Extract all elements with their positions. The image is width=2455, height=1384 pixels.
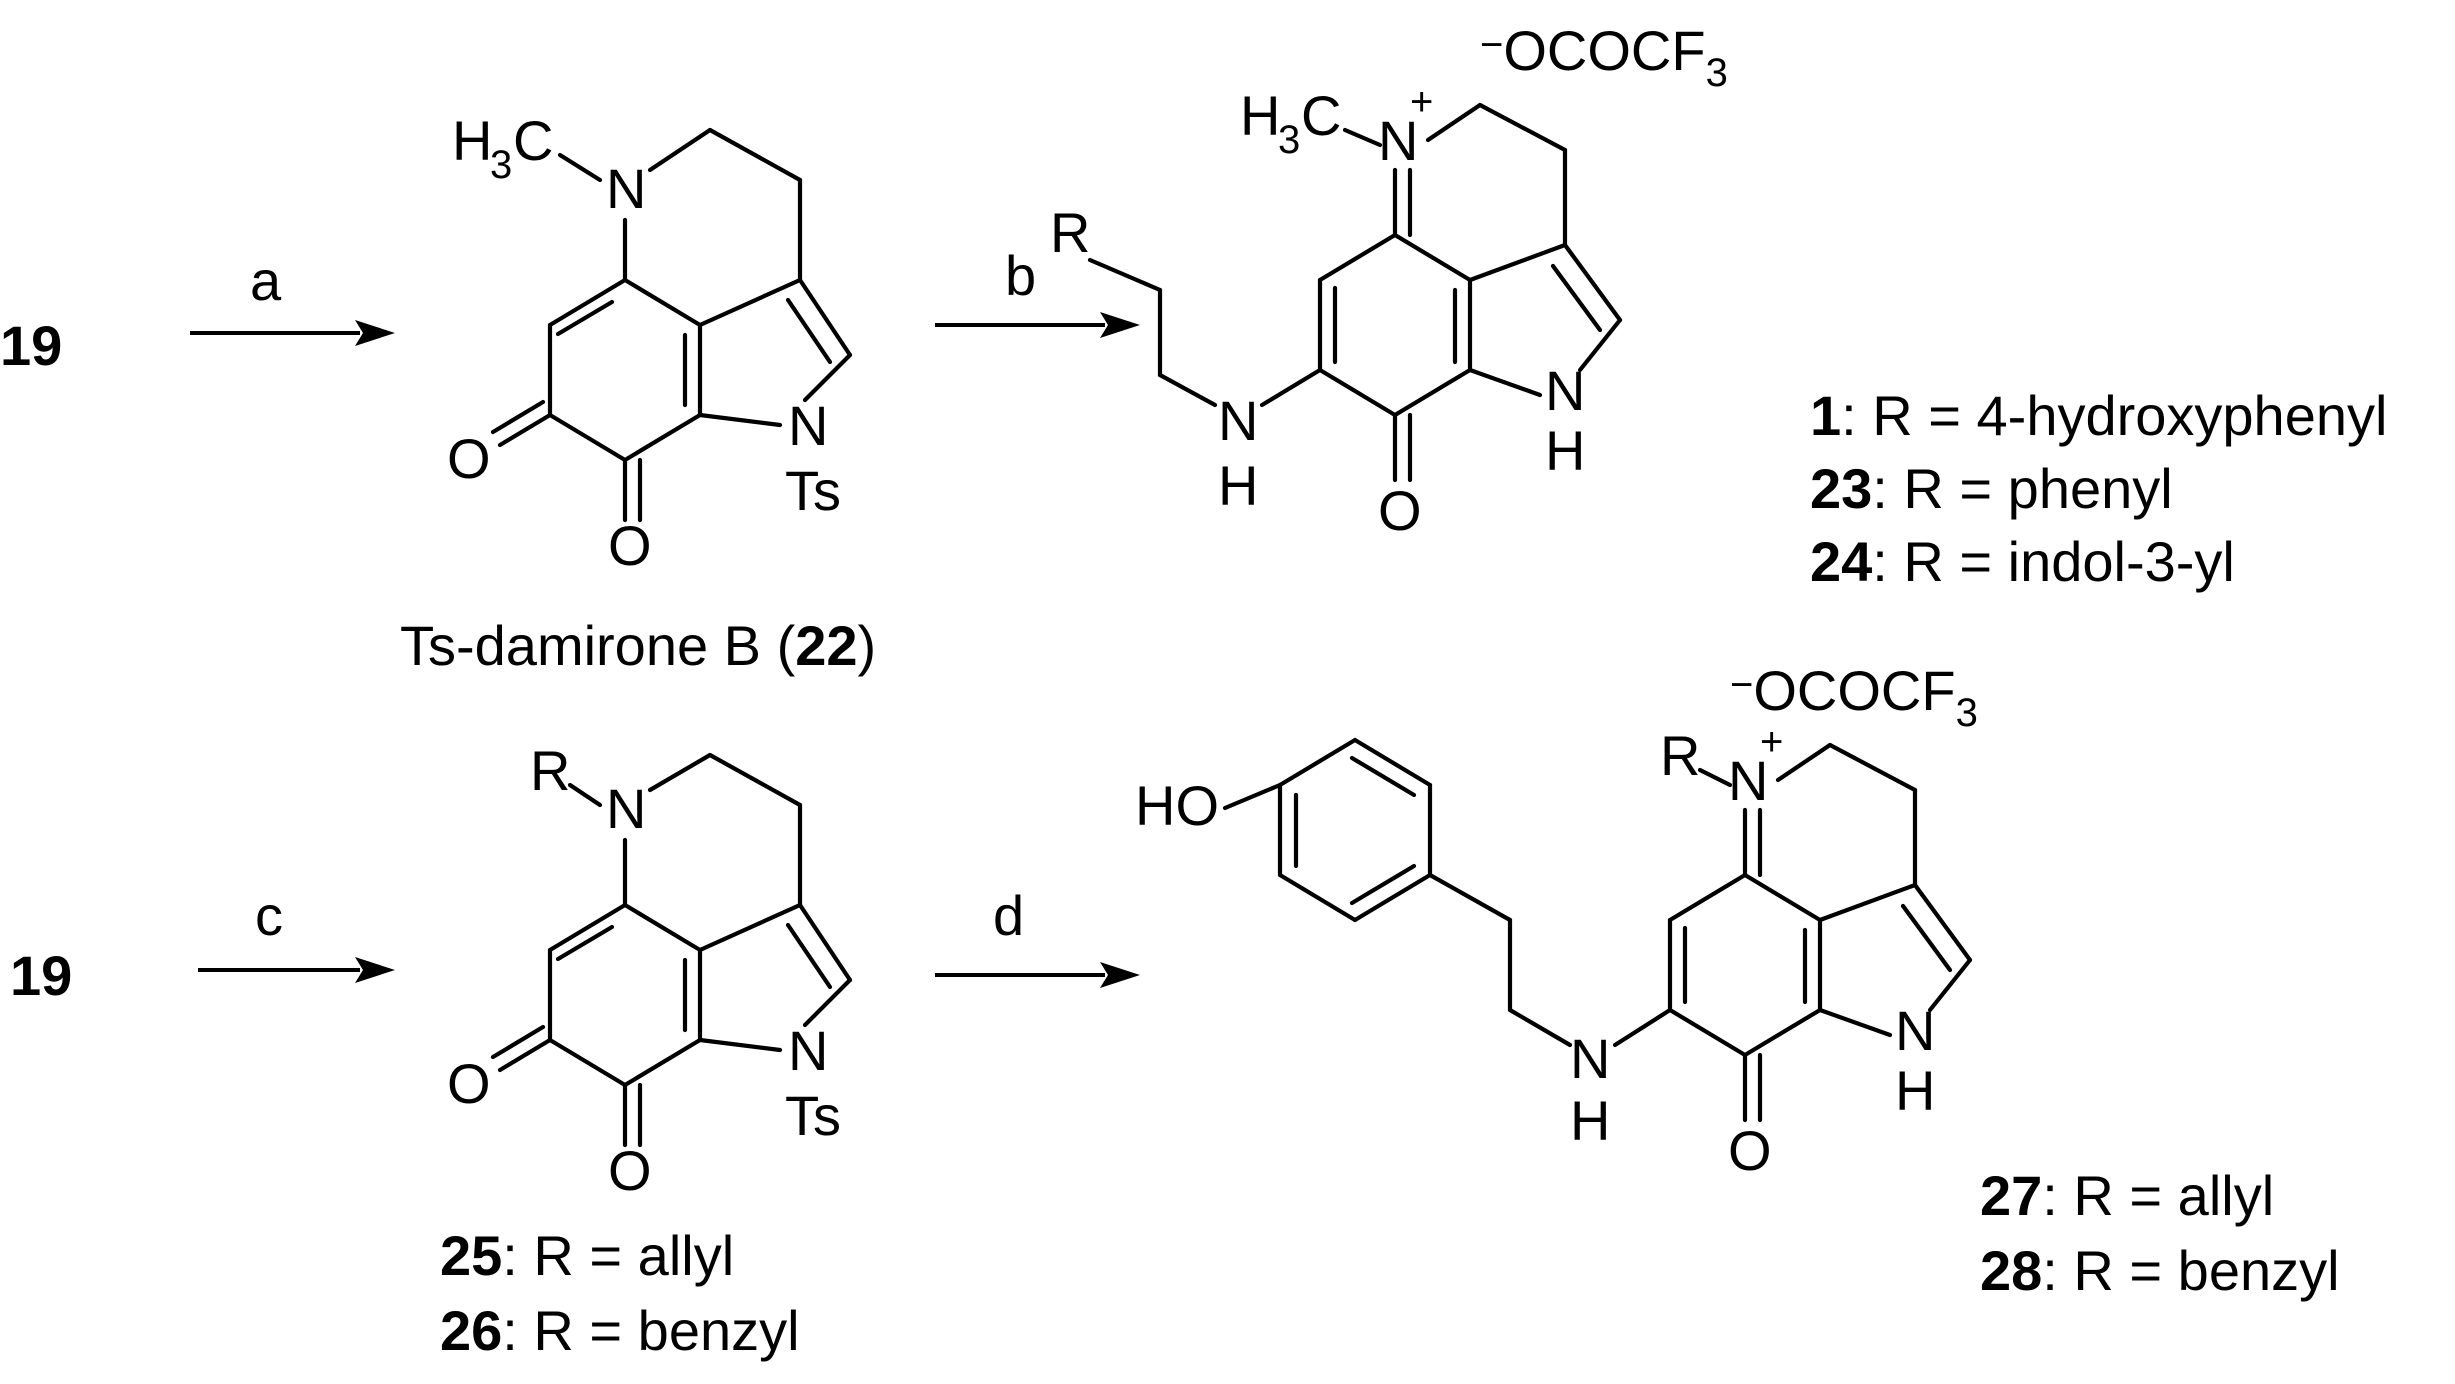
svg-text:24: R = indol-3-yl: 24: R = indol-3-yl <box>1810 530 2235 593</box>
svg-text:27: R = allyl: 27: R = allyl <box>1980 1164 2274 1227</box>
step-label-a: a <box>250 249 282 312</box>
svg-text:N: N <box>1378 109 1418 172</box>
step-label-c: c <box>255 884 283 947</box>
label-list-product-1: 1: R = 4-hydroxyphenyl 23: R = phenyl 24… <box>1810 384 2387 593</box>
svg-text:C: C <box>1301 84 1341 147</box>
svg-text:+: + <box>1760 720 1783 764</box>
svg-text:HO: HO <box>1135 774 1219 837</box>
svg-text:25: R = allyl: 25: R = allyl <box>440 1224 734 1287</box>
svg-text:N: N <box>788 394 828 457</box>
svg-text:N: N <box>1545 359 1585 422</box>
svg-text:O: O <box>1378 479 1422 542</box>
svg-text:3: 3 <box>490 143 512 187</box>
svg-text:O: O <box>447 1052 491 1115</box>
svg-text:Ts: Ts <box>785 459 841 522</box>
svg-text:H: H <box>1545 419 1585 482</box>
counterion-1: −OCOCF3 <box>1480 19 1728 95</box>
step-label-b: b <box>1005 244 1036 307</box>
structure-ts-damirone-b: H 3 C N N Ts O O <box>447 109 853 577</box>
svg-text:R: R <box>530 739 570 802</box>
step-label-d: d <box>993 884 1024 947</box>
start-compound-19-top: 19 <box>0 314 62 377</box>
svg-text:N: N <box>1895 999 1935 1062</box>
svg-text:N: N <box>606 157 646 220</box>
svg-text:23: R = phenyl: 23: R = phenyl <box>1810 457 2173 520</box>
svg-text:C: C <box>513 109 553 172</box>
svg-text:O: O <box>1728 1119 1772 1182</box>
svg-text:N: N <box>606 777 646 840</box>
structure-product-25: R N N Ts O O <box>447 739 853 1202</box>
structure-product-27: HO N H N + R <box>1135 720 1973 1182</box>
label-list-product-25: 25: R = allyl 26: R = benzyl <box>440 1224 800 1362</box>
structure-product-1: R N H N + H 3 C N H <box>1050 80 1623 542</box>
svg-text:H: H <box>1895 1059 1935 1122</box>
svg-text:H: H <box>1570 1089 1610 1152</box>
svg-text:R: R <box>1050 201 1090 264</box>
arrow-a <box>190 320 395 346</box>
svg-text:H: H <box>452 109 492 172</box>
svg-text:26: R = benzyl: 26: R = benzyl <box>440 1299 800 1362</box>
svg-text:N: N <box>1728 749 1768 812</box>
svg-text:H: H <box>1240 84 1280 147</box>
svg-text:3: 3 <box>1278 118 1300 162</box>
svg-text:N: N <box>1570 1027 1610 1090</box>
svg-text:+: + <box>1410 80 1433 124</box>
svg-text:H: H <box>1218 454 1258 517</box>
svg-text:R: R <box>1660 724 1700 787</box>
svg-text:28: R = benzyl: 28: R = benzyl <box>1980 1239 2340 1302</box>
label-list-product-27: 27: R = allyl 28: R = benzyl <box>1980 1164 2340 1302</box>
svg-text:N: N <box>1218 389 1258 452</box>
svg-text:O: O <box>608 514 652 577</box>
svg-text:Ts: Ts <box>785 1084 841 1147</box>
label-ts-damirone-b: Ts-damirone B (22) <box>400 614 876 677</box>
counterion-27: −OCOCF3 <box>1730 659 1978 735</box>
arrow-d <box>935 962 1140 988</box>
svg-text:1: R = 4-hydroxyphenyl: 1: R = 4-hydroxyphenyl <box>1810 384 2387 447</box>
svg-text:O: O <box>608 1139 652 1202</box>
svg-text:O: O <box>447 427 491 490</box>
svg-text:N: N <box>788 1019 828 1082</box>
arrow-b <box>935 312 1140 338</box>
arrow-c <box>198 957 395 983</box>
start-compound-19-bottom: 19 <box>10 944 72 1007</box>
